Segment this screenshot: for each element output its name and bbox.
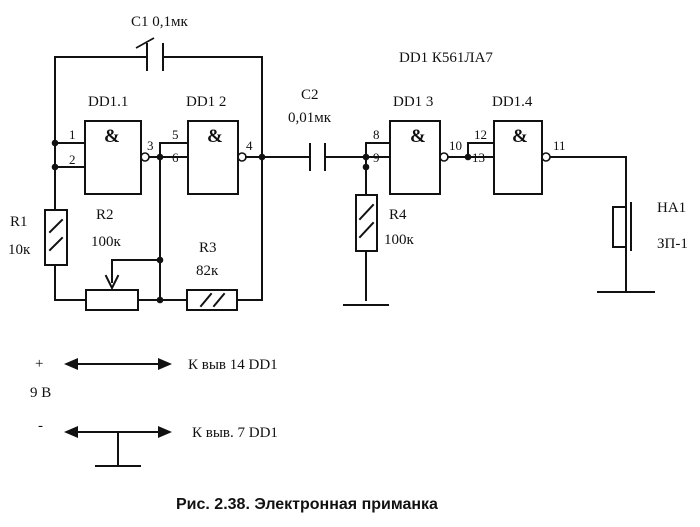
wire-left-rail: [54, 56, 87, 301]
and-symbol: &: [207, 126, 223, 147]
pin-number: 5: [172, 127, 179, 142]
r2-name: R2: [96, 207, 114, 223]
trim-marker: [135, 37, 155, 49]
minus-sign: -: [38, 418, 43, 434]
r2-wiper-arrow: [104, 274, 120, 291]
pin-number: 11: [553, 138, 566, 153]
inverter-bubble: [237, 152, 247, 162]
and-symbol: &: [512, 126, 528, 147]
c2-name: C2: [301, 87, 319, 103]
buzzer-ha1: HA1 ЗП-1: [612, 200, 688, 252]
resistor-r4: R4 100к: [355, 194, 415, 252]
and-symbol: &: [410, 126, 426, 147]
ha1-name: HA1: [657, 200, 686, 216]
gate-dd1-1: DD1.1 & 1 2 3: [69, 94, 154, 195]
gate-name: DD1 2: [186, 94, 226, 110]
resistor-r1: R1 10к: [8, 209, 68, 266]
r1-name: R1: [10, 214, 28, 230]
figure-caption: Рис. 2.38. Электронная приманка: [176, 496, 438, 513]
junction-dot: [156, 153, 164, 161]
chip-label: DD1 К561ЛА7: [399, 50, 493, 66]
gate-dd1-3: & 8 9 10: [373, 120, 462, 195]
junction-dot: [362, 153, 370, 161]
supply-voltage: 9 В: [30, 385, 51, 401]
gate-name: DD1.4: [492, 94, 533, 110]
junction-dot: [464, 153, 472, 161]
junction-dot: [156, 256, 164, 264]
junctions: [51, 139, 472, 304]
inverter-bubble: [541, 152, 551, 162]
gate-dd1-4: DD1.4 & 12 13 11: [472, 94, 566, 195]
pin-number: 10: [449, 138, 462, 153]
r3-name: R3: [199, 240, 217, 256]
capacitor-c1: C1 0,1мк: [131, 14, 188, 71]
wire-dd11-out: [149, 142, 189, 158]
gate-name-dd1-3: DD1 3: [393, 94, 433, 110]
wire-dd14-out: [550, 156, 627, 206]
resistor-r3: R3 82к: [186, 240, 238, 311]
pin-number: 8: [373, 127, 380, 142]
arrow-right-icon: [158, 426, 172, 438]
wire-c1-right: [163, 56, 263, 301]
arrow-left-icon: [64, 358, 78, 370]
r4-name: R4: [389, 207, 407, 223]
c1-label: C1 0,1мк: [131, 14, 188, 30]
wires: [54, 56, 655, 306]
junction-dot: [156, 296, 164, 304]
r1-value: 10к: [8, 242, 31, 258]
pin-number: 9: [373, 150, 380, 165]
power-section: + 9 В - К выв 14 DD1 К выв. 7 DD1: [30, 356, 278, 467]
arrow-right-icon: [158, 358, 172, 370]
junction-dot: [51, 163, 59, 171]
pin-number: 12: [474, 127, 487, 142]
arrow-left-icon: [64, 426, 78, 438]
gate-name: DD1.1: [88, 94, 128, 110]
r4-value: 100к: [384, 232, 415, 248]
plus-note: К выв 14 DD1: [188, 357, 278, 373]
capacitor-c2: C2 0,01мк: [288, 87, 332, 171]
pin-number: 4: [246, 138, 253, 153]
pin-number: 13: [472, 150, 485, 165]
junction-dot: [362, 163, 370, 171]
pin-number: 6: [172, 150, 179, 165]
r3-value: 82к: [196, 263, 219, 279]
junction-dot: [51, 139, 59, 147]
junction-dot: [258, 153, 266, 161]
pin-number: 3: [147, 138, 154, 153]
inverter-bubble: [140, 152, 150, 162]
plus-sign: +: [35, 356, 43, 372]
resistor-r2: R2 100к: [85, 207, 139, 311]
gate-dd1-2: DD1 2 & 5 6 4: [172, 94, 253, 195]
pin-number: 1: [69, 127, 76, 142]
and-symbol: &: [104, 126, 120, 147]
minus-note: К выв. 7 DD1: [192, 425, 278, 441]
ha1-type: ЗП-1: [657, 236, 688, 252]
inverter-bubble: [439, 152, 449, 162]
pin-number: 2: [69, 152, 76, 167]
c2-value: 0,01мк: [288, 110, 332, 126]
wire-r2-wiper: [111, 259, 161, 283]
r2-value: 100к: [91, 234, 122, 250]
